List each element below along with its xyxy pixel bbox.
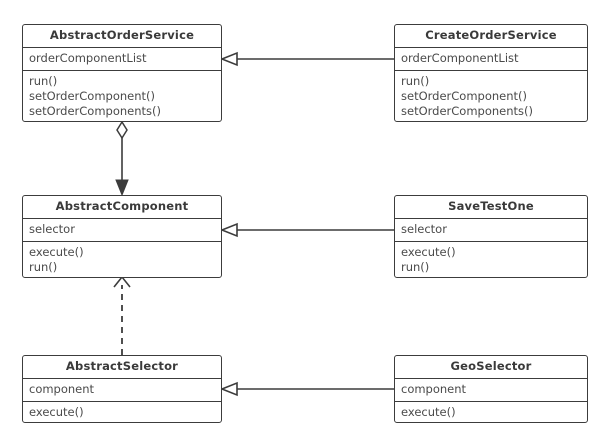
class-name-abstract-component: AbstractComponent xyxy=(55,199,189,213)
class-box-abstract-order-service[interactable]: AbstractOrderService orderComponentList … xyxy=(22,24,222,122)
class-divider xyxy=(395,241,587,242)
class-divider xyxy=(395,70,587,71)
class-attribute: component xyxy=(29,382,95,396)
relationship-save-test-one-generalization[interactable] xyxy=(219,222,394,238)
class-divider xyxy=(23,218,221,219)
relationship-geo-selector-generalization[interactable] xyxy=(219,381,394,397)
class-box-abstract-selector[interactable]: AbstractSelector component execute() xyxy=(22,355,222,423)
attribute-compartment: component xyxy=(395,379,587,401)
class-name-geo-selector: GeoSelector xyxy=(450,359,532,373)
class-divider xyxy=(395,218,587,219)
class-divider xyxy=(23,401,221,402)
relationship-order-service-aggregation[interactable] xyxy=(115,120,129,197)
class-attribute: orderComponentList xyxy=(29,51,147,65)
class-operation: setOrderComponent() xyxy=(29,89,155,103)
class-operation: setOrderComponent() xyxy=(401,89,527,103)
class-name-abstract-selector: AbstractSelector xyxy=(65,359,179,373)
operation-compartment: execute() xyxy=(395,402,587,422)
class-divider xyxy=(23,378,221,379)
class-divider xyxy=(395,378,587,379)
class-attribute: orderComponentList xyxy=(401,51,519,65)
class-box-abstract-component[interactable]: AbstractComponent selector execute() run… xyxy=(22,195,222,278)
attribute-compartment: selector xyxy=(23,219,221,241)
class-name-create-order-service: CreateOrderService xyxy=(425,28,557,42)
operation-compartment: run() setOrderComponent() setOrderCompon… xyxy=(23,71,221,121)
operation-compartment: run() setOrderComponent() setOrderCompon… xyxy=(395,71,587,121)
class-divider xyxy=(23,241,221,242)
class-attribute: component xyxy=(401,382,467,396)
class-name-save-test-one: SaveTestOne xyxy=(448,199,534,213)
class-operation: run() xyxy=(401,260,430,274)
relationship-create-order-service-generalization[interactable] xyxy=(219,51,394,67)
class-box-save-test-one[interactable]: SaveTestOne selector execute() run() xyxy=(394,195,588,278)
class-attribute: selector xyxy=(401,222,447,236)
class-operation: setOrderComponents() xyxy=(29,104,161,118)
operation-compartment: execute() run() xyxy=(23,242,221,277)
class-divider xyxy=(23,70,221,71)
class-attribute: selector xyxy=(29,222,75,236)
class-name-abstract-order-service: AbstractOrderService xyxy=(49,28,195,42)
class-operation: run() xyxy=(29,260,58,274)
class-box-create-order-service[interactable]: CreateOrderService orderComponentList ru… xyxy=(394,24,588,122)
class-operation: execute() xyxy=(29,405,84,419)
operation-compartment: execute() xyxy=(23,402,221,422)
attribute-compartment: selector xyxy=(395,219,587,241)
relationship-selector-dependency[interactable] xyxy=(113,275,131,355)
class-box-geo-selector[interactable]: GeoSelector component execute() xyxy=(394,355,588,423)
class-divider xyxy=(395,47,587,48)
class-operation: setOrderComponents() xyxy=(401,104,533,118)
class-divider xyxy=(395,401,587,402)
class-operation: run() xyxy=(401,74,430,88)
class-operation: run() xyxy=(29,74,58,88)
class-operation: execute() xyxy=(401,245,456,259)
class-operation: execute() xyxy=(401,405,456,419)
class-operation: execute() xyxy=(29,245,84,259)
class-divider xyxy=(23,47,221,48)
attribute-compartment: orderComponentList xyxy=(23,48,221,70)
attribute-compartment: orderComponentList xyxy=(395,48,587,70)
operation-compartment: execute() run() xyxy=(395,242,587,277)
attribute-compartment: component xyxy=(23,379,221,401)
